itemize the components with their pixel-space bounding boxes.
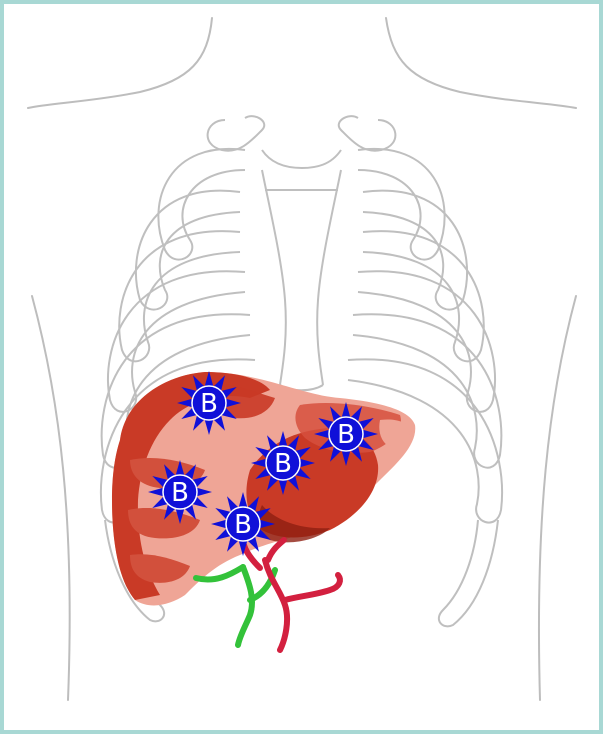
liver (112, 372, 415, 605)
marker-label: B (337, 420, 355, 450)
marker-label: B (274, 449, 292, 479)
marker-label: B (200, 389, 218, 419)
sternum (208, 116, 396, 390)
bile-duct (196, 567, 275, 645)
marker-label: B (171, 478, 189, 508)
marker-label: B (234, 510, 252, 540)
